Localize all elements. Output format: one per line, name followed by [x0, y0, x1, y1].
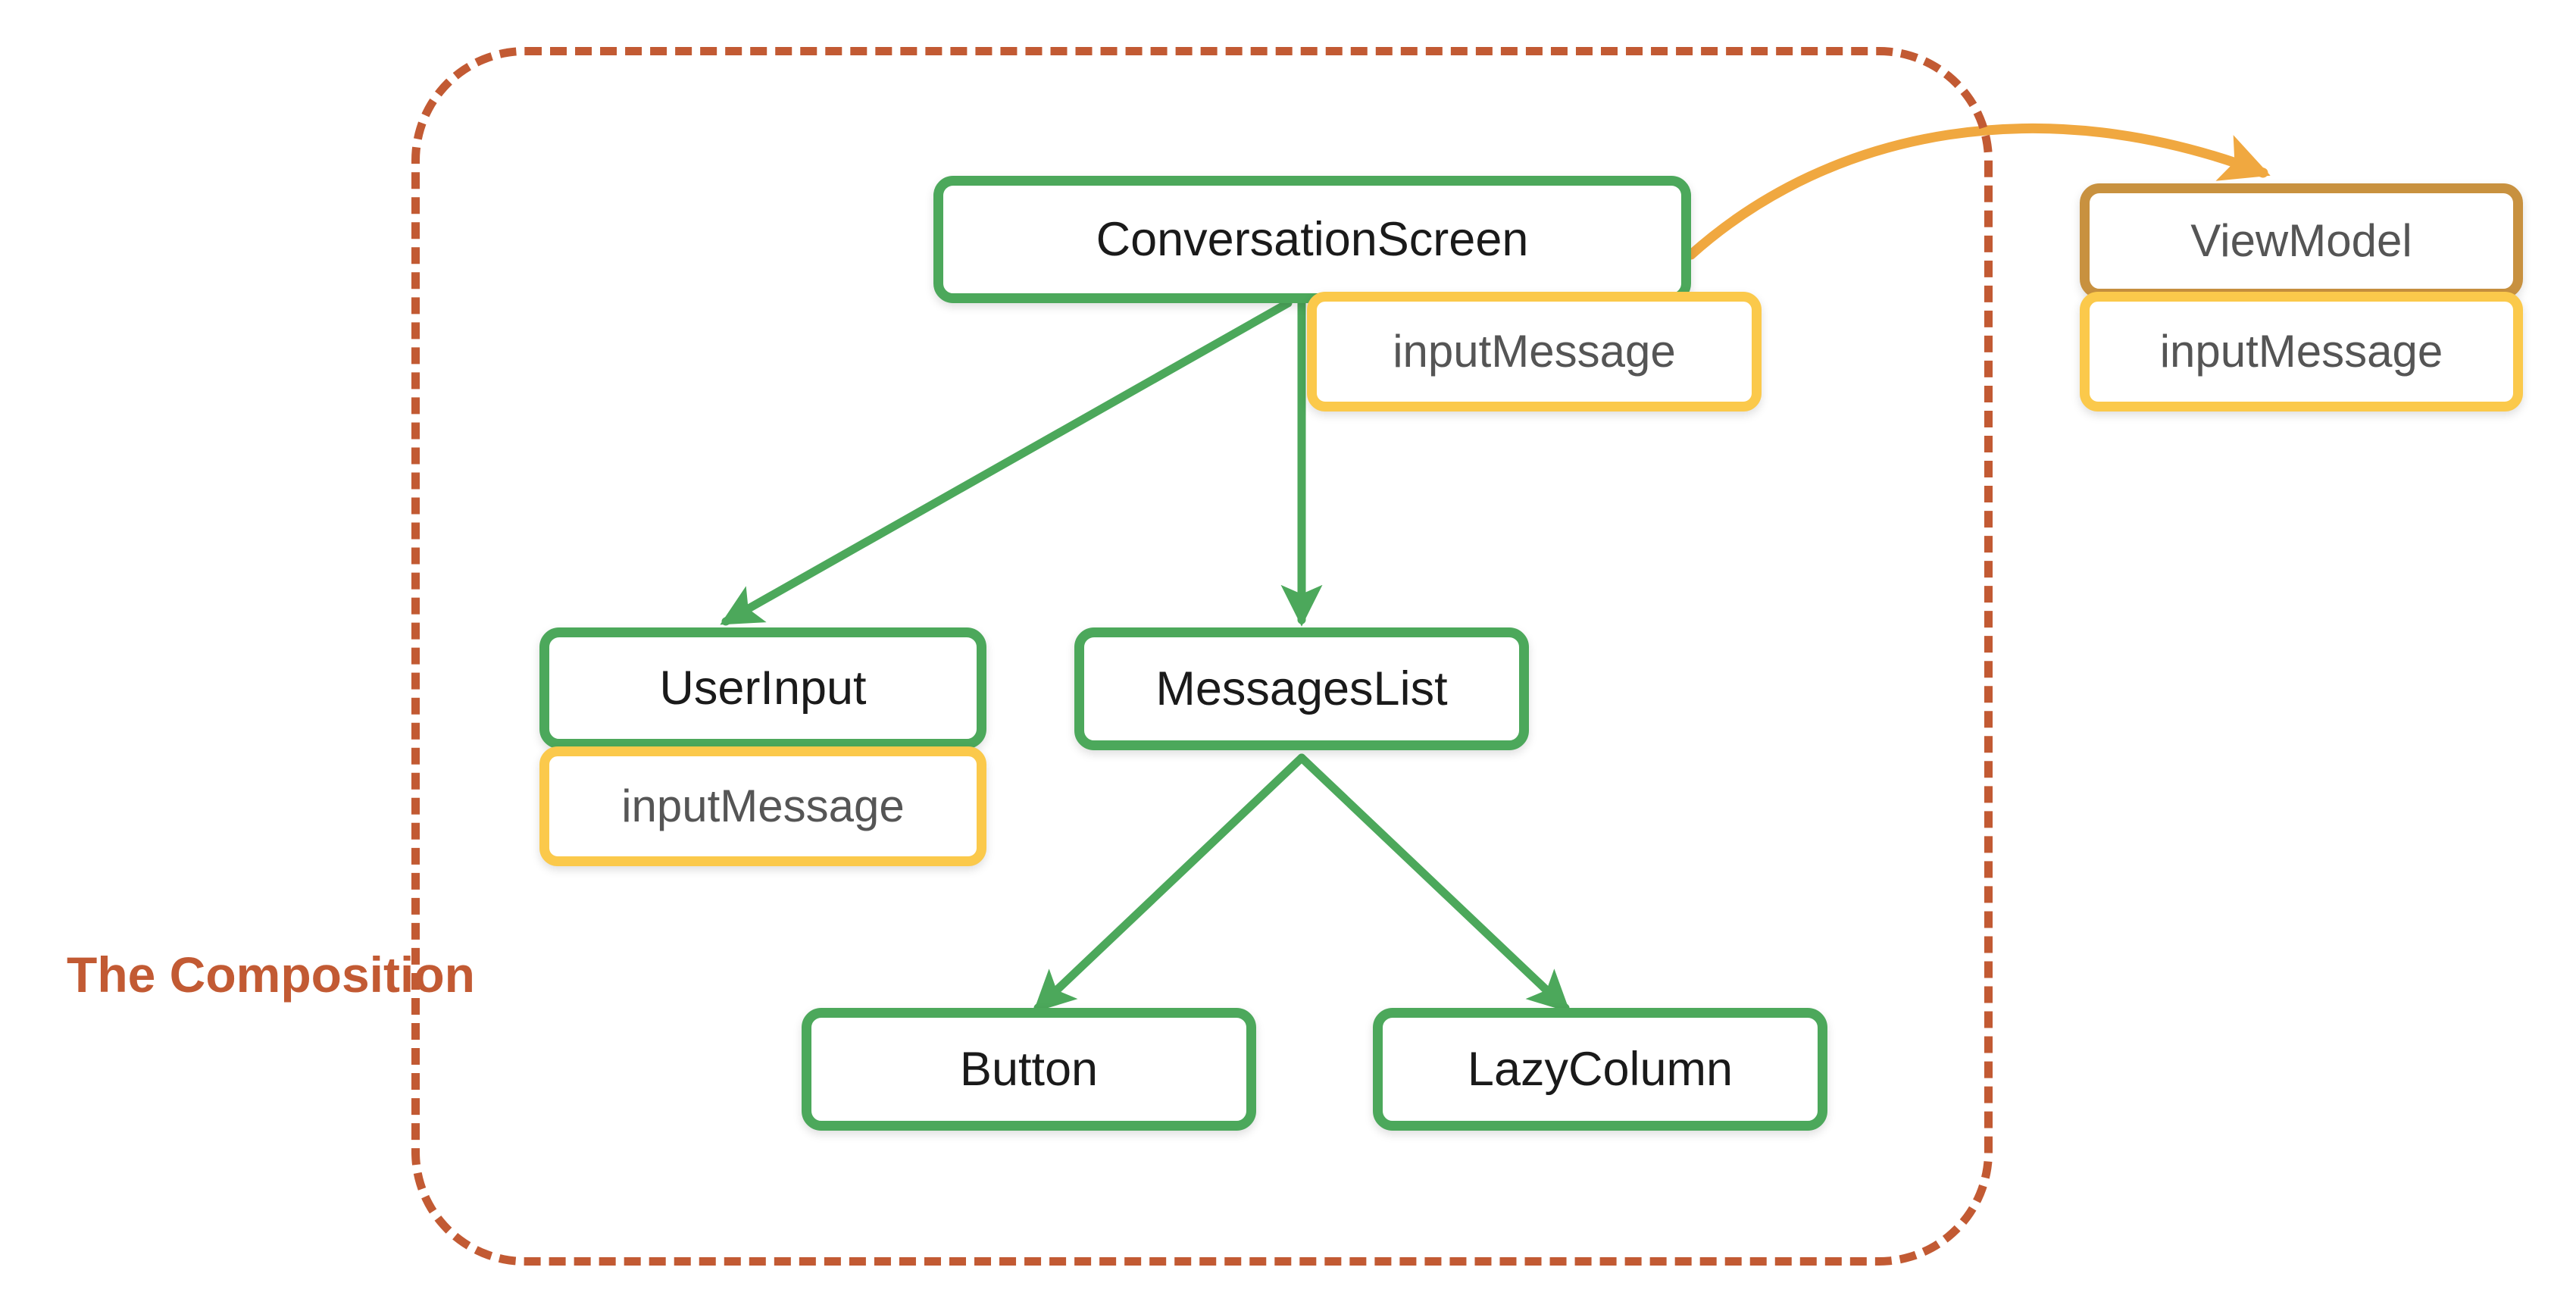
composition-boundary — [411, 47, 1993, 1266]
node-view-model-label: ViewModel — [2190, 215, 2412, 266]
node-button[interactable]: Button — [802, 1008, 1256, 1131]
node-user-input[interactable]: UserInput — [539, 627, 986, 749]
node-button-label: Button — [959, 1042, 1099, 1096]
node-conversation-screen-state[interactable]: inputMessage — [1307, 292, 1762, 411]
node-conversation-screen-label: ConversationScreen — [1096, 212, 1529, 266]
node-conversation-screen-state-label: inputMessage — [1393, 326, 1676, 377]
node-messages-list[interactable]: MessagesList — [1074, 627, 1529, 750]
node-user-input-state-label: inputMessage — [621, 781, 905, 831]
node-lazy-column[interactable]: LazyColumn — [1373, 1008, 1827, 1131]
composition-caption: The Composition — [67, 947, 475, 1003]
node-view-model[interactable]: ViewModel — [2080, 183, 2523, 299]
node-view-model-state[interactable]: inputMessage — [2080, 292, 2523, 411]
node-user-input-label: UserInput — [659, 661, 867, 715]
node-user-input-state[interactable]: inputMessage — [539, 746, 986, 866]
node-lazy-column-label: LazyColumn — [1467, 1042, 1733, 1096]
node-view-model-state-label: inputMessage — [2159, 326, 2443, 377]
node-messages-list-label: MessagesList — [1155, 662, 1448, 715]
node-conversation-screen[interactable]: ConversationScreen — [933, 176, 1691, 303]
